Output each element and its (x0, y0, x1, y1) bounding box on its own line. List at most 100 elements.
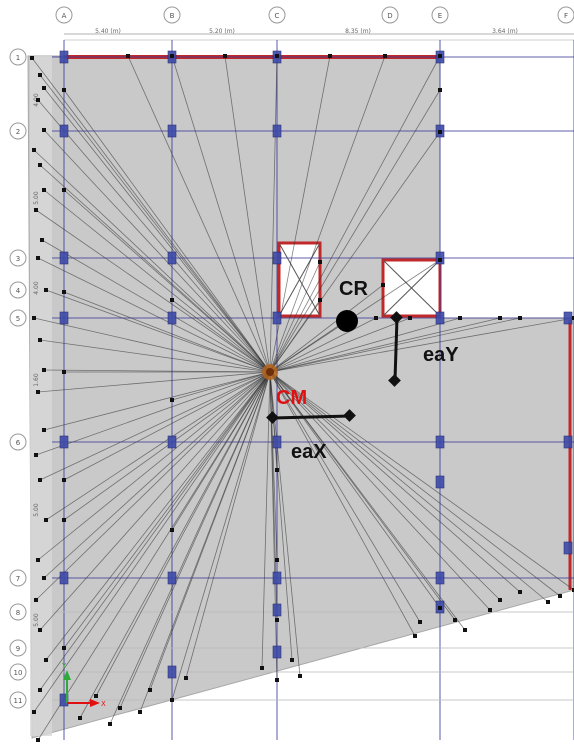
row-bubble-label: 8 (16, 609, 20, 617)
joint-node (44, 288, 48, 292)
column-marker (272, 603, 282, 617)
top-dim-2: 5.20 (m) (209, 28, 235, 35)
joint-node (572, 588, 574, 592)
constraint-ray (41, 239, 271, 373)
column-marker (272, 311, 282, 325)
top-dimension-strip: 5.40 (m) 5.20 (m) 8.35 (m) 3.64 (m) (64, 28, 574, 41)
column-marker (59, 311, 69, 325)
joint-node (383, 54, 387, 58)
joint-node (518, 316, 522, 320)
constraint-ray (269, 89, 441, 373)
joint-node (62, 646, 66, 650)
joint-node (36, 738, 40, 742)
row-bubble-5: 5 (9, 309, 27, 327)
joint-node (546, 600, 550, 604)
row-bubble-1: 1 (9, 48, 27, 66)
joint-node (32, 316, 36, 320)
constraint-ray (269, 299, 321, 373)
joint-node (44, 658, 48, 662)
constraint-ray (269, 317, 377, 373)
joint-node (170, 298, 174, 302)
constraint-ray (269, 261, 321, 373)
row-bubble-6: 6 (9, 433, 27, 451)
constraint-ray (269, 371, 574, 591)
joint-node (148, 688, 152, 692)
center-of-mass-marker (262, 364, 278, 380)
joint-node (62, 518, 66, 522)
joint-node (42, 576, 46, 580)
constraint-ray (63, 371, 271, 521)
constraint-ray (39, 164, 271, 373)
row-bubble-label: 6 (16, 439, 21, 447)
constraint-ray (269, 284, 384, 373)
constraint-ray (269, 317, 411, 373)
joint-node (498, 598, 502, 602)
column-marker (272, 124, 282, 138)
column-marker (272, 645, 282, 659)
top-dim-3: 8.35 (m) (345, 28, 371, 35)
row-bubble-4: 4 (9, 281, 27, 299)
constraint-ray (31, 57, 271, 373)
side-dim-5: 5.00 (33, 503, 40, 517)
constraint-ray (45, 371, 271, 661)
joint-node (34, 598, 38, 602)
constraint-ray (35, 209, 271, 373)
constraint-ray (269, 371, 421, 623)
column-marker (272, 435, 282, 449)
constraint-ray (43, 371, 271, 579)
top-dim-1: 5.40 (m) (95, 28, 121, 35)
row-bubble-2: 2 (9, 122, 27, 140)
row-bubble-3: 3 (9, 249, 27, 267)
joint-node (38, 338, 42, 342)
column-bubble-label: E (438, 12, 442, 20)
constraint-ray (43, 371, 271, 431)
row-bubble-label: 4 (16, 287, 21, 295)
row-bubble-8: 8 (9, 603, 27, 621)
joint-node (38, 688, 42, 692)
axis-triad: X Y (61, 662, 106, 708)
joint-node (275, 618, 279, 622)
constraint-ray (171, 371, 271, 701)
column-bubble-F: F (557, 6, 574, 24)
cm-label: CM (276, 387, 307, 409)
column-marker (167, 435, 177, 449)
joint-node (453, 618, 457, 622)
constraint-ray (224, 55, 271, 373)
constraint-ray (269, 55, 278, 373)
joint-node (275, 54, 279, 58)
joint-node (498, 316, 502, 320)
constraint-ray (269, 371, 501, 601)
constraint-ray (33, 317, 271, 373)
column-marker (59, 251, 69, 265)
eax-label: eaX (291, 441, 327, 463)
top-dim-4: 3.64 (m) (492, 28, 518, 35)
constraint-ray (63, 371, 271, 649)
joint-node (518, 590, 522, 594)
column-marker (563, 311, 573, 325)
joint-node (298, 674, 302, 678)
joint-node (374, 316, 378, 320)
joint-node (408, 316, 412, 320)
joint-node (381, 283, 385, 287)
column-marker (167, 571, 177, 585)
row-bubble-11: 11 (9, 691, 27, 709)
constraint-ray (63, 189, 271, 373)
joint-node (260, 666, 264, 670)
constraint-ray (37, 99, 271, 373)
axis-x-label: X (101, 700, 106, 708)
row-bubble-label: 11 (14, 697, 23, 705)
constraint-ray (39, 339, 271, 373)
column-marker (435, 475, 445, 489)
constraint-ray (39, 371, 271, 691)
row-bubble-label: 10 (14, 669, 23, 677)
center-of-rigidity-marker (336, 310, 358, 332)
column-marker (272, 251, 282, 265)
constraint-ray (139, 371, 271, 713)
constraint-ray (43, 129, 271, 373)
joint-node (108, 722, 112, 726)
joint-node (38, 73, 42, 77)
constraint-ray (37, 371, 271, 393)
row-bubble-label: 5 (16, 315, 20, 323)
